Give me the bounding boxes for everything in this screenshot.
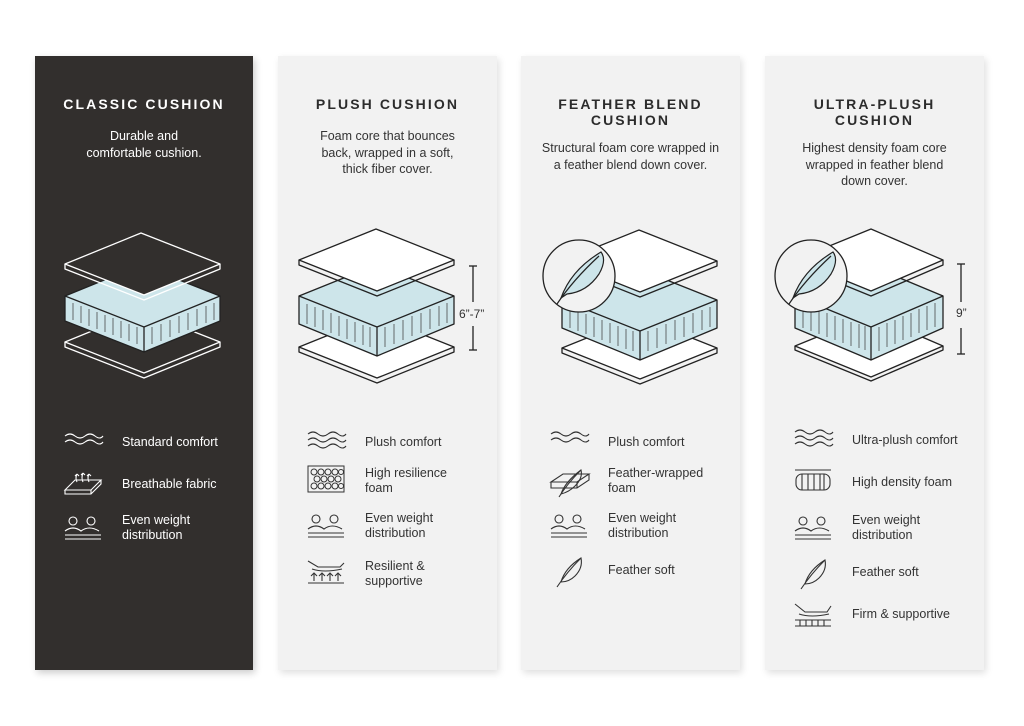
feature-label: Even weight distribution xyxy=(852,513,921,542)
feature-label: High density foam xyxy=(852,475,953,489)
card-description: Highest density foam core wrapped in fea… xyxy=(802,141,947,188)
feature-item: Breathable fabric xyxy=(35,468,253,502)
feature-label: Resilient & supportive xyxy=(365,559,425,588)
feature-label: Plush comfort xyxy=(365,435,442,449)
wave-icon xyxy=(64,433,104,445)
card-title: PLUSH CUSHION xyxy=(315,96,460,112)
high-density-foam-icon xyxy=(795,469,831,491)
feature-item: High resilience foam xyxy=(278,464,497,498)
feature-label: Even weight distribution xyxy=(122,513,191,542)
foam-core xyxy=(64,264,221,353)
feature-item: Plush comfort xyxy=(521,426,740,460)
feature-item: Feather soft xyxy=(521,554,740,588)
weight-distribution-icon xyxy=(794,516,831,540)
feature-label: Breathable fabric xyxy=(122,477,217,491)
cushion-layers-illustration xyxy=(64,232,221,379)
feature-item: Even weight distribution xyxy=(521,509,740,543)
classic-cushion-card: CLASSIC CUSHION Durable and comfortable … xyxy=(35,56,253,670)
height-label: 6”-7” xyxy=(459,307,485,321)
feature-label: Even weight distribution xyxy=(365,511,434,540)
breathable-fabric-icon xyxy=(63,472,103,495)
cushion-layers-illustration xyxy=(774,228,965,382)
height-label: 9” xyxy=(956,306,967,320)
feature-item: Even weight distribution xyxy=(765,511,984,545)
height-bracket xyxy=(469,265,477,351)
feature-item: Ultra-plush comfort xyxy=(765,424,984,458)
cushion-layers-illustration xyxy=(298,228,477,384)
cushion-layers-illustration xyxy=(542,229,718,385)
feature-item: Feather-wrapped foam xyxy=(521,464,740,498)
card-title: CLASSIC CUSHION xyxy=(63,96,225,112)
card-description: Durable and comfortable cushion. xyxy=(86,129,202,160)
wave-icon xyxy=(307,431,347,449)
feature-label: Even weight distribution xyxy=(608,511,677,540)
feature-label: Feather-wrapped foam xyxy=(608,466,704,495)
ultra-plush-cushion-card: ULTRA-PLUSH CUSHION Highest density foam… xyxy=(765,56,984,670)
card-title: ULTRA-PLUSH CUSHION xyxy=(813,96,936,128)
feature-item: Firm & supportive xyxy=(765,598,984,632)
support-arrows-icon xyxy=(307,560,345,584)
plush-cushion-card: PLUSH CUSHION Foam core that bounces bac… xyxy=(278,56,497,670)
feature-item: Feather soft xyxy=(765,556,984,590)
feather-badge-icon xyxy=(542,239,616,313)
weight-distribution-icon xyxy=(64,516,101,540)
feature-item: Even weight distribution xyxy=(35,511,253,545)
firm-support-icon xyxy=(794,603,832,627)
feather-icon xyxy=(800,559,826,590)
wave-icon xyxy=(794,429,834,447)
card-description: Foam core that bounces back, wrapped in … xyxy=(320,129,455,176)
feature-item: Even weight distribution xyxy=(278,509,497,543)
feature-item: Standard comfort xyxy=(35,426,253,460)
feather-wrapped-icon xyxy=(549,469,591,498)
feature-item: Plush comfort xyxy=(278,426,497,460)
feature-label: Feather soft xyxy=(852,565,919,579)
feature-label: Feather soft xyxy=(608,563,675,577)
weight-distribution-icon xyxy=(550,514,587,538)
weight-distribution-icon xyxy=(307,514,344,538)
foam-cells-icon xyxy=(307,465,345,493)
feature-label: High resilience foam xyxy=(365,466,447,495)
feature-label: Firm & supportive xyxy=(852,607,950,621)
feature-label: Plush comfort xyxy=(608,435,685,449)
height-bracket xyxy=(957,263,965,355)
card-description: Structural foam core wrapped in a feathe… xyxy=(541,141,720,172)
feature-item: High density foam xyxy=(765,466,984,500)
feature-item: Resilient & supportive xyxy=(278,557,497,591)
feather-badge-icon xyxy=(774,239,848,313)
feather-blend-cushion-card: FEATHER BLEND CUSHION Structural foam co… xyxy=(521,56,740,670)
wave-icon xyxy=(550,431,590,443)
feature-label: Standard comfort xyxy=(122,435,218,449)
feather-icon xyxy=(556,557,582,588)
feature-label: Ultra-plush comfort xyxy=(852,433,958,447)
card-title: FEATHER BLEND CUSHION xyxy=(558,96,703,128)
